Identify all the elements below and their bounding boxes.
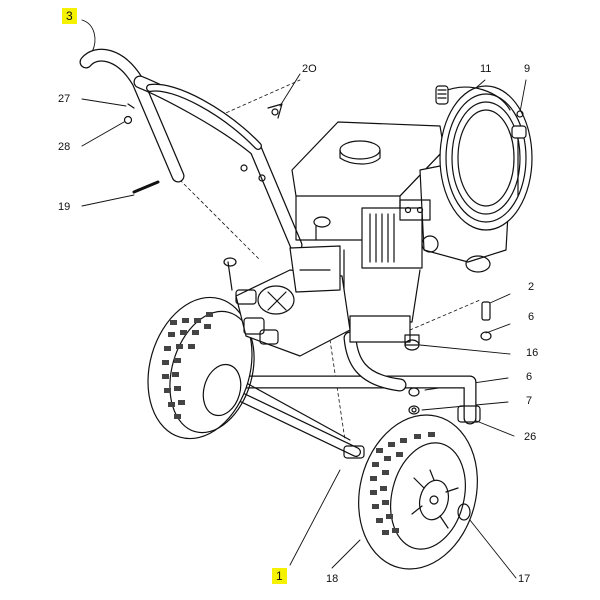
part-label-11: 11 <box>480 63 492 75</box>
pump <box>223 245 351 357</box>
part-label-3: 3 <box>62 8 77 24</box>
right-wheel <box>358 414 478 570</box>
part-label-6-lower: 6 <box>526 371 533 383</box>
part-label-9: 9 <box>524 63 531 75</box>
dashed-assembly-lines <box>179 79 481 441</box>
part-label-6-upper: 6 <box>528 311 535 323</box>
part-label-19: 19 <box>58 201 71 213</box>
left-wheel-tread <box>162 312 213 419</box>
part-label-1: 1 <box>272 568 287 584</box>
part-label-2: 2 <box>528 281 535 293</box>
left-wheel <box>147 296 255 440</box>
leader-lines <box>81 19 527 579</box>
small-parts <box>123 103 524 415</box>
part-label-27: 27 <box>58 93 71 105</box>
part-label-7: 7 <box>526 395 533 407</box>
part-label-2o: 2O <box>302 63 317 75</box>
part-label-18: 18 <box>326 573 339 585</box>
right-wheel-tread <box>370 432 435 535</box>
handle-frame <box>79 48 303 252</box>
hose-reel <box>435 85 533 231</box>
part-label-16: 16 <box>526 347 539 359</box>
part-label-26: 26 <box>524 431 537 443</box>
part-label-17: 17 <box>518 573 531 585</box>
part-label-28: 28 <box>58 141 71 153</box>
